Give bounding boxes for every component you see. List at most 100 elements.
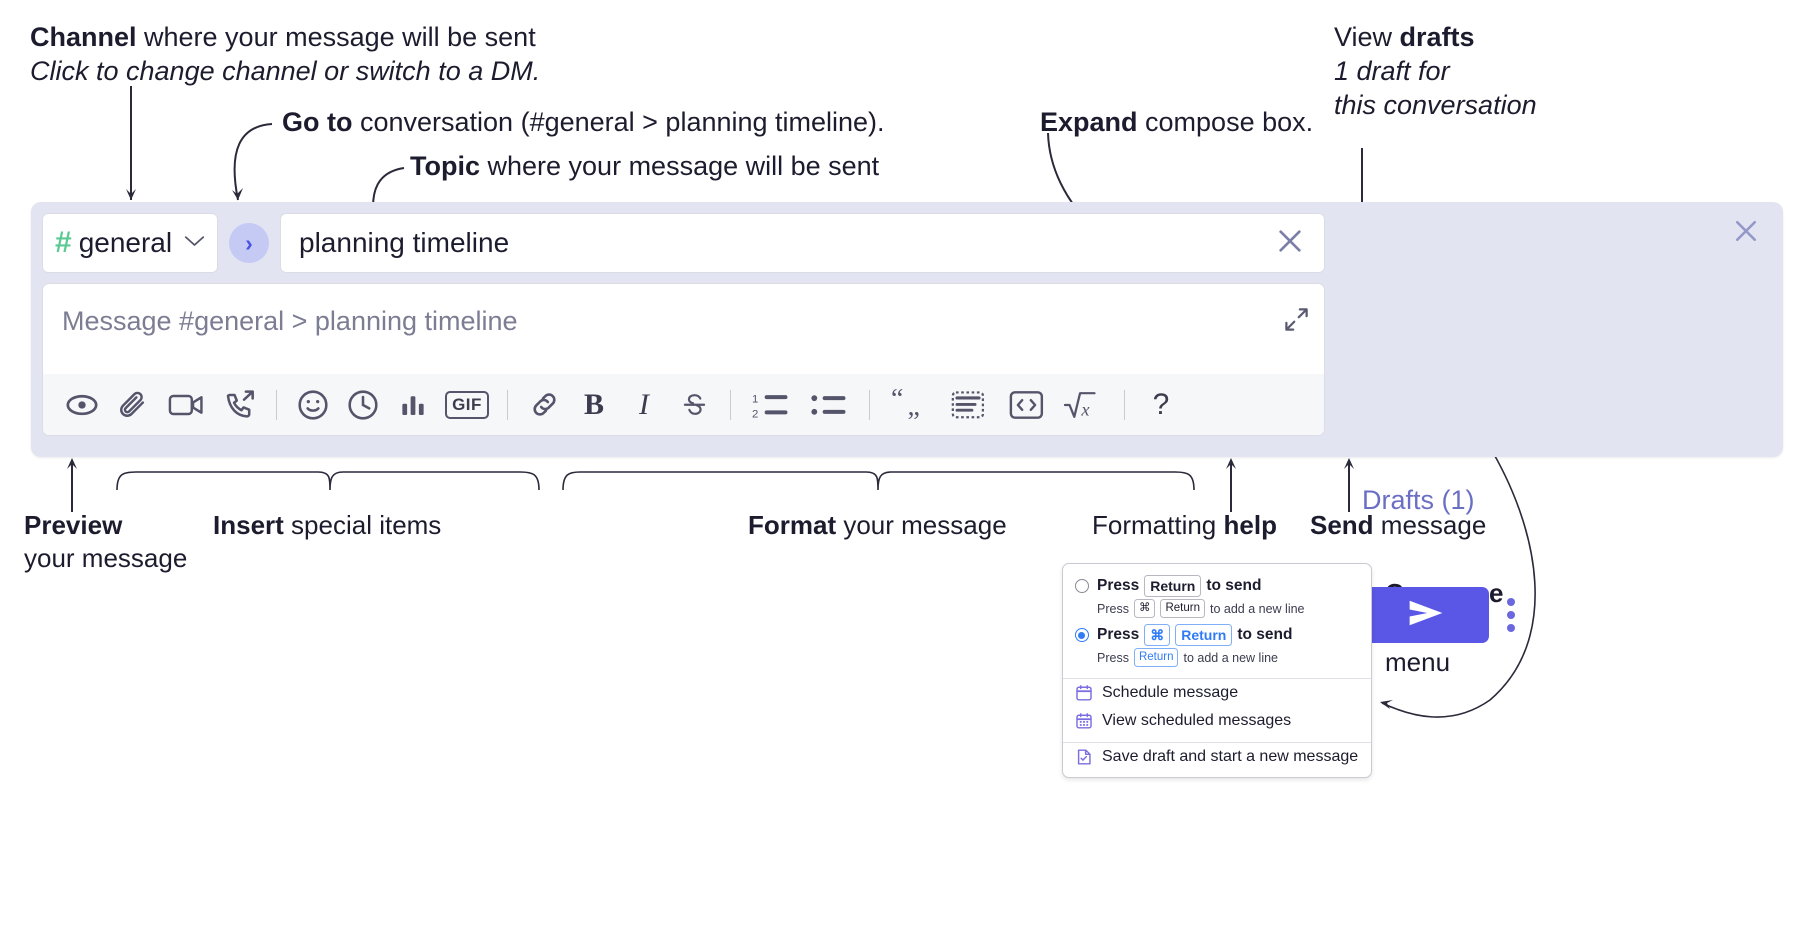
toolbar-separator bbox=[1124, 389, 1125, 420]
code-block-icon[interactable] bbox=[939, 382, 997, 428]
option-label: Press Return to send bbox=[1097, 575, 1262, 598]
menu-item-label: Save draft and start a new message bbox=[1102, 747, 1359, 765]
option-cmd-return-subtext: Press Return to add a new line bbox=[1063, 647, 1371, 671]
option-return-to-send[interactable]: Press Return to send bbox=[1063, 573, 1371, 598]
preview-icon[interactable] bbox=[57, 382, 107, 428]
message-placeholder: Message #general > planning timeline bbox=[62, 306, 518, 336]
svg-text:x: x bbox=[1080, 399, 1090, 419]
go-to-conversation-button[interactable]: › bbox=[229, 223, 269, 263]
toolbar-separator bbox=[276, 389, 277, 420]
annotation-preview: Preview your message bbox=[24, 509, 187, 575]
annotation-send: Send message bbox=[1310, 509, 1486, 542]
chevron-right-icon: › bbox=[245, 229, 253, 256]
blockquote-icon[interactable]: “ „ bbox=[881, 382, 939, 428]
help-icon[interactable]: ? bbox=[1136, 382, 1186, 428]
clock-icon[interactable] bbox=[338, 382, 388, 428]
italic-label: I bbox=[639, 387, 649, 421]
ordered-list-icon[interactable]: 1 2 bbox=[742, 382, 800, 428]
annotation-format: Format your message bbox=[748, 509, 1007, 542]
message-input[interactable]: Message #general > planning timeline bbox=[43, 284, 1324, 374]
compose-options-menu-button[interactable] bbox=[1503, 594, 1519, 636]
italic-icon[interactable]: I bbox=[619, 382, 669, 428]
sub-press: Press bbox=[1097, 601, 1129, 616]
sub-press: Press bbox=[1097, 650, 1129, 665]
toolbar-separator bbox=[730, 389, 731, 420]
annotation-topic-bold: Topic bbox=[410, 151, 480, 181]
option-to-send: to send bbox=[1237, 626, 1293, 644]
annotation-expand: Expand compose box. bbox=[1040, 105, 1313, 139]
annotation-expand-rest: compose box. bbox=[1137, 107, 1314, 137]
poll-icon[interactable] bbox=[388, 382, 438, 428]
link-icon[interactable] bbox=[519, 382, 569, 428]
attachment-icon[interactable] bbox=[107, 382, 157, 428]
menu-item-schedule-message[interactable]: Schedule message bbox=[1063, 679, 1371, 707]
compose-inner: # general › planning timeline bbox=[42, 212, 1325, 446]
key-return: Return bbox=[1175, 623, 1233, 647]
hash-icon: # bbox=[55, 226, 72, 259]
radio-selected-icon[interactable] bbox=[1075, 628, 1089, 643]
annotation-goto-bold: Go to bbox=[282, 107, 353, 137]
close-icon[interactable] bbox=[1731, 216, 1761, 251]
sub-tail: to add a new line bbox=[1209, 601, 1305, 616]
bold-icon[interactable]: B bbox=[569, 382, 619, 428]
drafts-link[interactable]: Drafts (1) bbox=[1362, 485, 1475, 515]
annotation-help-pre: Formatting bbox=[1092, 510, 1224, 540]
menu-item-save-draft[interactable]: Save draft and start a new message bbox=[1063, 743, 1371, 771]
annotation-preview-bold: Preview bbox=[24, 510, 123, 540]
video-icon[interactable] bbox=[157, 382, 215, 428]
strikethrough-icon[interactable] bbox=[669, 382, 719, 428]
option-label: Press ⌘ Return to send bbox=[1097, 623, 1293, 647]
help-label: ? bbox=[1152, 387, 1170, 421]
annotation-compose-rest: menu bbox=[1385, 647, 1451, 678]
menu-item-view-scheduled-messages[interactable]: View scheduled messages bbox=[1063, 707, 1371, 735]
send-button[interactable] bbox=[1363, 587, 1489, 643]
emoji-icon[interactable] bbox=[288, 382, 338, 428]
annotation-channel-italic: Click to change channel or switch to a D… bbox=[30, 56, 541, 87]
topic-input[interactable]: planning timeline bbox=[280, 213, 1325, 273]
option-cmd-return-to-send[interactable]: Press ⌘ Return to send bbox=[1063, 622, 1371, 647]
save-draft-icon bbox=[1075, 748, 1093, 766]
channel-selector-button[interactable]: # general bbox=[42, 213, 218, 273]
annotation-expand-bold: Expand bbox=[1040, 107, 1138, 137]
kebab-dot bbox=[1507, 598, 1515, 606]
svg-text:„: „ bbox=[907, 391, 919, 421]
expand-icon[interactable] bbox=[1283, 306, 1310, 338]
option-return-subtext: Press ⌘ Return to add a new line bbox=[1063, 598, 1371, 622]
sub-tail: to add a new line bbox=[1183, 650, 1278, 665]
annotation-topic: Topic where your message will be sent bbox=[410, 149, 879, 183]
annotation-drafts-italic1: 1 draft for bbox=[1334, 56, 1450, 87]
annotation-channel-rest: where your message will be sent bbox=[136, 22, 536, 52]
annotation-channel: Channel where your message will be sent … bbox=[30, 20, 540, 88]
svg-text:2: 2 bbox=[752, 408, 758, 419]
key-return: Return bbox=[1133, 648, 1179, 667]
svg-text:“: “ bbox=[891, 389, 903, 415]
bold-label: B bbox=[583, 387, 604, 421]
code-icon[interactable] bbox=[997, 382, 1055, 428]
option-to-send: to send bbox=[1206, 577, 1262, 595]
option-press: Press bbox=[1097, 626, 1140, 644]
key-command: ⌘ bbox=[1133, 599, 1156, 618]
calendar-grid-icon bbox=[1075, 712, 1093, 730]
menu-divider bbox=[1063, 741, 1371, 743]
gif-icon[interactable]: GIF bbox=[438, 382, 496, 428]
key-command: ⌘ bbox=[1144, 623, 1171, 647]
annotation-help-bold: help bbox=[1223, 510, 1277, 540]
annotation-help: Formatting help bbox=[1092, 509, 1277, 542]
compose-options-dropdown: Press Return to send Press ⌘ Return to a… bbox=[1062, 563, 1372, 778]
annotation-drafts-italic2: this conversation bbox=[1334, 90, 1537, 121]
svg-text:1: 1 bbox=[752, 393, 758, 405]
kebab-dot bbox=[1507, 624, 1515, 632]
compose-header-row: # general › planning timeline bbox=[42, 212, 1325, 274]
toolbar-separator bbox=[869, 389, 870, 420]
bulleted-list-icon[interactable] bbox=[800, 382, 858, 428]
math-icon[interactable]: x bbox=[1055, 382, 1113, 428]
send-icon bbox=[1405, 598, 1447, 633]
annotation-topic-rest: where your message will be sent bbox=[480, 151, 880, 181]
chevron-down-icon bbox=[184, 233, 205, 253]
option-press: Press bbox=[1097, 577, 1140, 595]
call-forward-icon[interactable] bbox=[215, 382, 265, 428]
clear-topic-icon[interactable] bbox=[1274, 225, 1306, 262]
radio-unselected-icon[interactable] bbox=[1075, 579, 1089, 594]
